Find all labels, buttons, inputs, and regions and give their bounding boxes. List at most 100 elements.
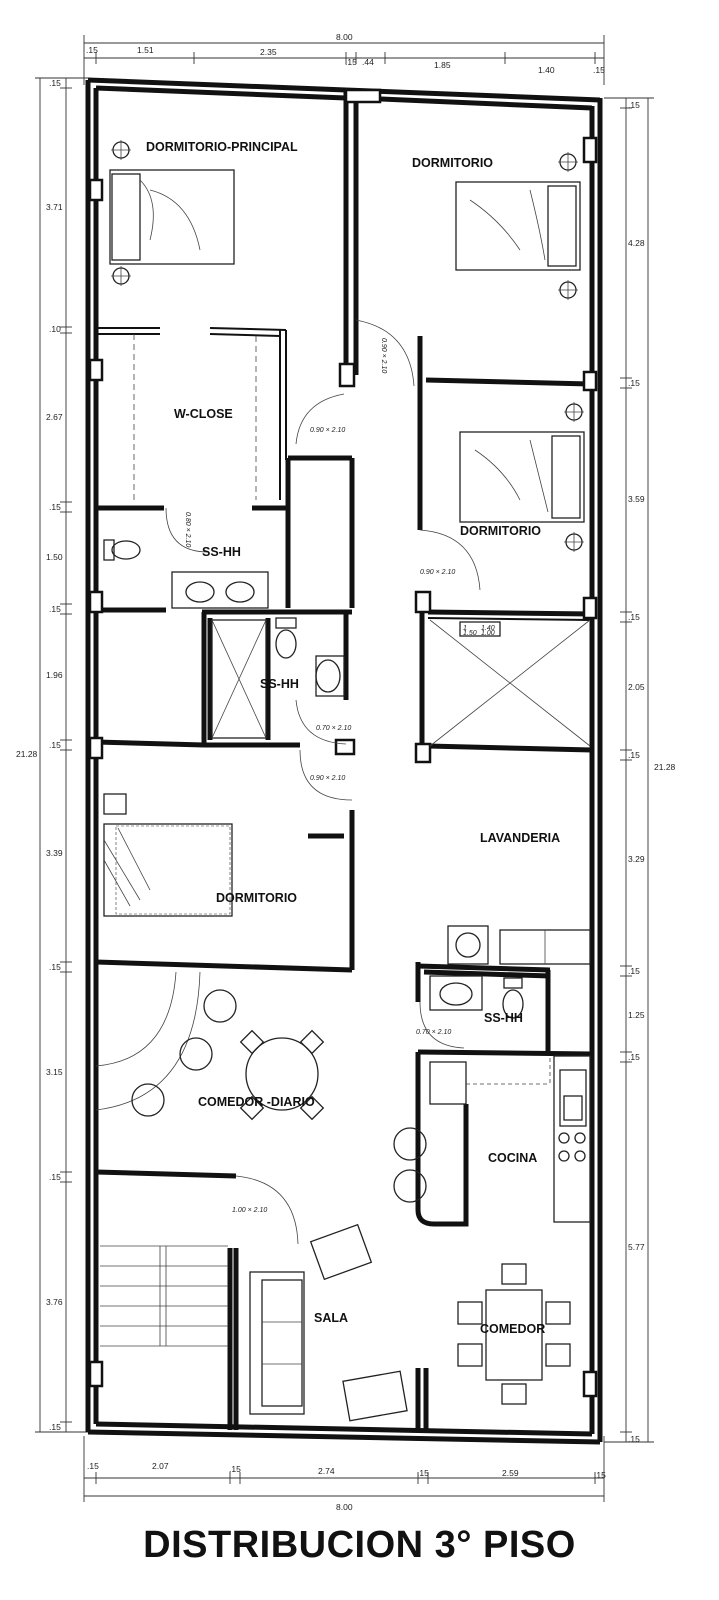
dim-right-seg: 3.29	[628, 854, 645, 864]
dimension-left: 21.28 .15 3.71 .10 2.67 .15 1.50 .15 1.9…	[16, 77, 90, 1433]
dim-top-seg: 1.51	[137, 45, 154, 55]
dim-left-seg: .15	[49, 78, 61, 88]
door-label: 0.90 × 2.10	[310, 775, 345, 782]
dim-bottom-seg: .15	[87, 1461, 99, 1471]
armchair-icon	[309, 1223, 408, 1422]
door-label: 1.00 × 2.10	[232, 1207, 267, 1214]
door-label: 0.90 × 2.10	[380, 338, 387, 373]
dim-bottom-seg: 2.59	[502, 1468, 519, 1478]
sink-icon	[315, 655, 345, 697]
dim-left-seg: 1.96	[46, 670, 63, 680]
room-label-cocina: COCINA	[488, 1151, 537, 1165]
room-label-ss-hh: SS-HH	[260, 677, 299, 691]
dimension-bottom: .15 2.07 .15 2.74 .15 2.59 .15 8.00	[83, 1436, 606, 1512]
dim-right-seg: .15	[628, 100, 640, 110]
room-label-sala: SALA	[314, 1311, 348, 1325]
window-tag: 1.50	[463, 630, 477, 637]
door-label: 0.70 × 2.10	[316, 725, 351, 732]
dim-left-seg: 3.76	[46, 1297, 63, 1307]
room-label-dormitorio: DORMITORIO	[412, 156, 493, 170]
bed-icon	[103, 793, 233, 917]
room-label-lavanderia: LAVANDERIA	[480, 831, 560, 845]
dim-bottom-seg: 2.74	[318, 1466, 335, 1476]
dim-top-seg: .44	[362, 57, 374, 67]
washer-icon	[447, 925, 591, 965]
room-label-comedor: COMEDOR	[480, 1322, 545, 1336]
dim-bottom-seg: .15	[594, 1470, 606, 1480]
room-labels: DORMITORIO-PRINCIPAL DORMITORIO W-CLOSE …	[146, 140, 560, 1336]
window-tag: 1.00	[481, 630, 495, 637]
dim-left-seg: .15	[49, 1172, 61, 1182]
room-label-ss-hh: SS-HH	[484, 1011, 523, 1025]
doors: 0.90 × 2.10 0.90 × 2.10 0.80 × 2.10 0.90…	[165, 319, 481, 1245]
dim-left-seg: .15	[49, 962, 61, 972]
dim-left-seg: 3.39	[46, 848, 63, 858]
room-label-comedor-diario: COMEDOR -DIARIO	[198, 1095, 315, 1109]
dim-right-total: 21.28	[654, 762, 676, 772]
bed-icon	[109, 140, 235, 286]
dim-left-seg: .15	[49, 740, 61, 750]
dim-right-seg: 2.05	[628, 682, 645, 692]
window-tag: 1	[463, 625, 467, 632]
sofa-icon	[249, 1271, 305, 1415]
dim-left-seg: 3.71	[46, 202, 63, 212]
sink-icon	[171, 571, 269, 609]
room-label-dormitorio: DORMITORIO	[460, 524, 541, 538]
kitchen-icon	[393, 1055, 591, 1223]
dim-right-seg: .15	[628, 1052, 640, 1062]
dining-table-icon	[95, 971, 325, 1121]
dim-top-seg: .15	[345, 57, 357, 67]
toilet-icon	[103, 539, 141, 561]
toilet-icon	[502, 977, 524, 1019]
dimension-right: 21.28 .15 4.28 .15 3.59 .15 2.05 .15 3.2…	[604, 97, 676, 1444]
room-label-dormitorio-principal: DORMITORIO-PRINCIPAL	[146, 140, 298, 154]
dim-bottom-total: 8.00	[336, 1502, 353, 1512]
dim-left-seg: 2.67	[46, 412, 63, 422]
door-label: 0.80 × 2.10	[184, 512, 191, 547]
furniture: 1 1.40 1.50 1.00	[95, 140, 591, 1422]
dim-top-total: 8.00	[336, 32, 353, 42]
interior-walls	[95, 92, 593, 1432]
room-label-ss-hh: SS-HH	[202, 545, 241, 559]
dim-right-seg: .15	[628, 378, 640, 388]
dim-right-seg: .15	[628, 750, 640, 760]
door-label: 0.70 × 2.10	[416, 1029, 451, 1036]
skylight-icon: 1 1.40 1.50 1.00	[429, 619, 591, 747]
dim-right-seg: .15	[628, 612, 640, 622]
dim-left-seg: 3.15	[46, 1067, 63, 1077]
dim-left-total: 21.28	[16, 749, 38, 759]
dim-top-seg: 1.40	[538, 65, 555, 75]
dim-left-seg: 1.50	[46, 552, 63, 562]
dim-right-seg: 4.28	[628, 238, 645, 248]
dim-right-seg: .15	[628, 1434, 640, 1444]
bed-icon	[455, 152, 581, 300]
plan-title: DISTRIBUCION 3° PISO	[143, 1524, 576, 1566]
dim-bottom-seg: .15	[417, 1468, 429, 1478]
dimension-top: 8.00 .15 1.51 2.35 .15 .44 1.85 1.40 .15	[83, 32, 605, 85]
sink-icon	[429, 975, 483, 1011]
door-label: 0.90 × 2.10	[420, 569, 455, 576]
dim-left-seg: .15	[49, 1422, 61, 1432]
room-label-w-close: W-CLOSE	[174, 407, 233, 421]
dim-right-seg: 3.59	[628, 494, 645, 504]
dim-bottom-seg: 2.07	[152, 1461, 169, 1471]
shower-icon	[211, 619, 267, 739]
columns	[88, 88, 598, 1398]
window-tag: 1.40	[481, 625, 495, 632]
door-label: 0.90 × 2.10	[310, 427, 345, 434]
bed-icon	[459, 402, 585, 552]
dim-left-seg: .15	[49, 604, 61, 614]
dim-top-seg: 1.85	[434, 60, 451, 70]
dim-bottom-seg: .15	[229, 1464, 241, 1474]
dim-left-seg: .10	[49, 324, 61, 334]
dining-table-icon	[457, 1263, 571, 1405]
dim-right-seg: 1.25	[628, 1010, 645, 1020]
dim-top-seg: .15	[593, 65, 605, 75]
toilet-icon	[275, 617, 297, 659]
room-label-dormitorio: DORMITORIO	[216, 891, 297, 905]
stairs-icon	[100, 1245, 228, 1347]
dim-left-seg: .15	[49, 502, 61, 512]
dim-right-seg: 5.77	[628, 1242, 645, 1252]
dim-top-seg: .15	[86, 45, 98, 55]
